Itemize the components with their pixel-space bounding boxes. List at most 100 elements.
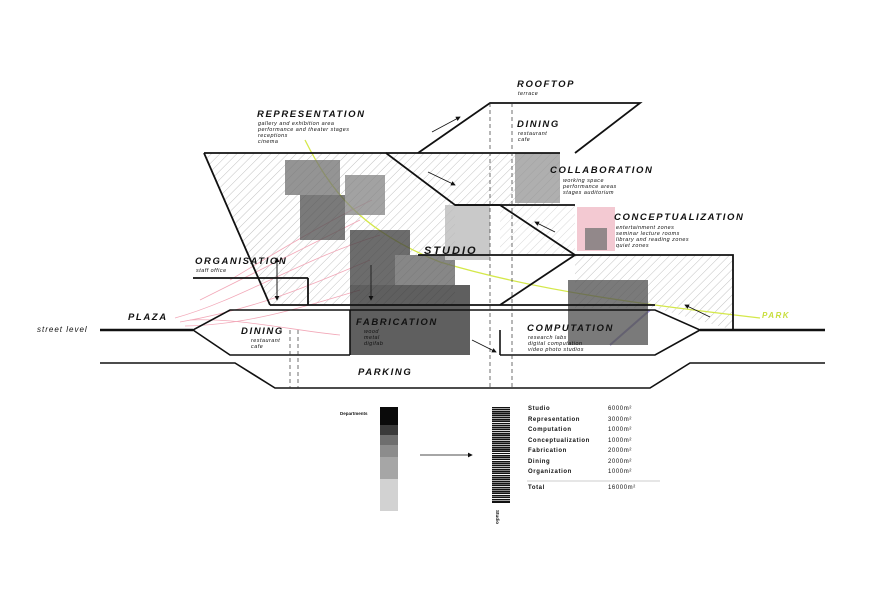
area-row-name: Representation [528, 416, 581, 423]
collaboration-sub: working space performance areas stages a… [563, 178, 617, 196]
barcode-stripe [492, 412, 510, 413]
barcode-stripe [492, 416, 510, 417]
area-total-value: 16000m² [608, 485, 636, 491]
barcode-stripe [492, 428, 510, 429]
barcode-stripe [492, 468, 510, 469]
fabrication-title: FABRICATION [356, 317, 438, 328]
barcode-stripe [492, 466, 510, 467]
area-row-name: Computation [528, 427, 572, 433]
representation-title: REPRESENTATION [257, 109, 366, 120]
dining-top-title: DINING [517, 119, 560, 130]
barcode-stripe [492, 440, 510, 441]
barcode-stripe [492, 478, 510, 479]
barcode-stripe [492, 422, 510, 423]
barcode-stripe [492, 414, 510, 415]
barcode-stripe [492, 452, 510, 453]
flow-arrows [274, 116, 711, 458]
dining-bottom-sub: restaurant cafe [251, 338, 281, 350]
parking-title: PARKING [358, 367, 413, 378]
barcode-stripe [492, 474, 510, 475]
rooftop-title: ROOFTOP [517, 79, 575, 90]
area-row-value: 1000m² [608, 437, 632, 444]
photo-collages [285, 153, 648, 355]
area-row-value: 3000m² [608, 416, 632, 423]
studio-title: STUDIO [424, 245, 478, 257]
barcode-stripe [492, 442, 510, 443]
area-row-name: Organization [528, 469, 572, 475]
computation-sub: research labs digital computation video … [528, 335, 584, 353]
barcode-stripe [492, 462, 510, 463]
barcode-stripe [492, 494, 510, 495]
barcode-stripe [492, 490, 510, 491]
barcode-stripe [492, 450, 510, 451]
park-label: PARK [762, 311, 791, 320]
street-level-label: street level [37, 325, 88, 334]
fabrication-sub: wood metal digifab [364, 329, 384, 347]
area-row-name: Studio [528, 406, 551, 412]
dining-bottom-title: DINING [241, 326, 284, 337]
computation-hatch [575, 255, 733, 330]
barcode-stripe [492, 460, 510, 461]
barcode-stripe [492, 420, 510, 421]
area-table: Studio 6000m² Representation 3000m² Computat… [528, 406, 668, 496]
barcode-stripe [492, 448, 510, 449]
studio-barcode [492, 407, 510, 503]
barcode-stripe [492, 480, 510, 481]
barcode-stripe [492, 492, 510, 493]
barcode-stripe [492, 472, 510, 473]
barcode-stripe [492, 454, 510, 455]
barcode-stripe [492, 446, 510, 447]
barcode-stripe [492, 482, 510, 483]
barcode-stripe [492, 458, 510, 459]
organisation-title: ORGANISATION [195, 256, 288, 267]
conceptualization-sub: entertainment zones seminar lecture room… [616, 225, 690, 249]
organisation-sub: staff office [196, 268, 227, 274]
department-bar [380, 407, 398, 511]
area-row-value: 2000m² [608, 448, 632, 454]
area-row-value: 1000m² [608, 469, 632, 475]
department-shade-0 [380, 407, 398, 425]
representation-sub: gallery and exhibition area performance … [258, 121, 350, 145]
barcode-stripe [492, 488, 510, 489]
barcode-stripe [492, 434, 510, 435]
department-shade-1 [380, 425, 398, 435]
barcode-stripe [492, 498, 510, 499]
barcode-stripe [492, 496, 510, 497]
barcode-stripe [492, 444, 510, 445]
department-shade-4 [380, 457, 398, 479]
barcode-stripe [492, 410, 510, 411]
area-row-name: Fabrication [528, 448, 567, 454]
barcode-stripe [492, 438, 510, 439]
computation-title: COMPUTATION [527, 323, 614, 334]
barcode-stripe [492, 456, 510, 457]
barcode-stripe [492, 470, 510, 471]
rooftop-sub: terrace [518, 91, 539, 97]
plaza-title: PLAZA [128, 312, 168, 323]
barcode-stripe [492, 430, 510, 431]
barcode-stripe [492, 484, 510, 485]
barcode-stripe [492, 424, 510, 425]
departments-label: Departments [340, 411, 368, 416]
barcode-stripe [492, 418, 510, 419]
building-outlines [193, 102, 734, 330]
department-shade-3 [380, 445, 398, 457]
area-row-name: Conceptualization [528, 437, 590, 444]
barcode-stripe [492, 436, 510, 437]
area-total-name: Total [528, 485, 545, 491]
barcode-stripe [492, 464, 510, 465]
barcode-stripe [492, 486, 510, 487]
department-shade-5 [380, 479, 398, 511]
department-shade-2 [380, 435, 398, 445]
studio-barcode-label: Studio [495, 510, 500, 524]
dining-top-sub: restaurant cafe [518, 131, 548, 143]
barcode-stripe [492, 476, 510, 477]
core-lines [289, 103, 513, 388]
area-row-value: 6000m² [608, 406, 632, 412]
conceptualization-title: CONCEPTUALIZATION [614, 212, 745, 223]
area-row-name: Dining [528, 458, 551, 465]
barcode-stripe [492, 500, 510, 501]
barcode-stripe [492, 426, 510, 427]
area-row-value: 1000m² [608, 427, 632, 433]
